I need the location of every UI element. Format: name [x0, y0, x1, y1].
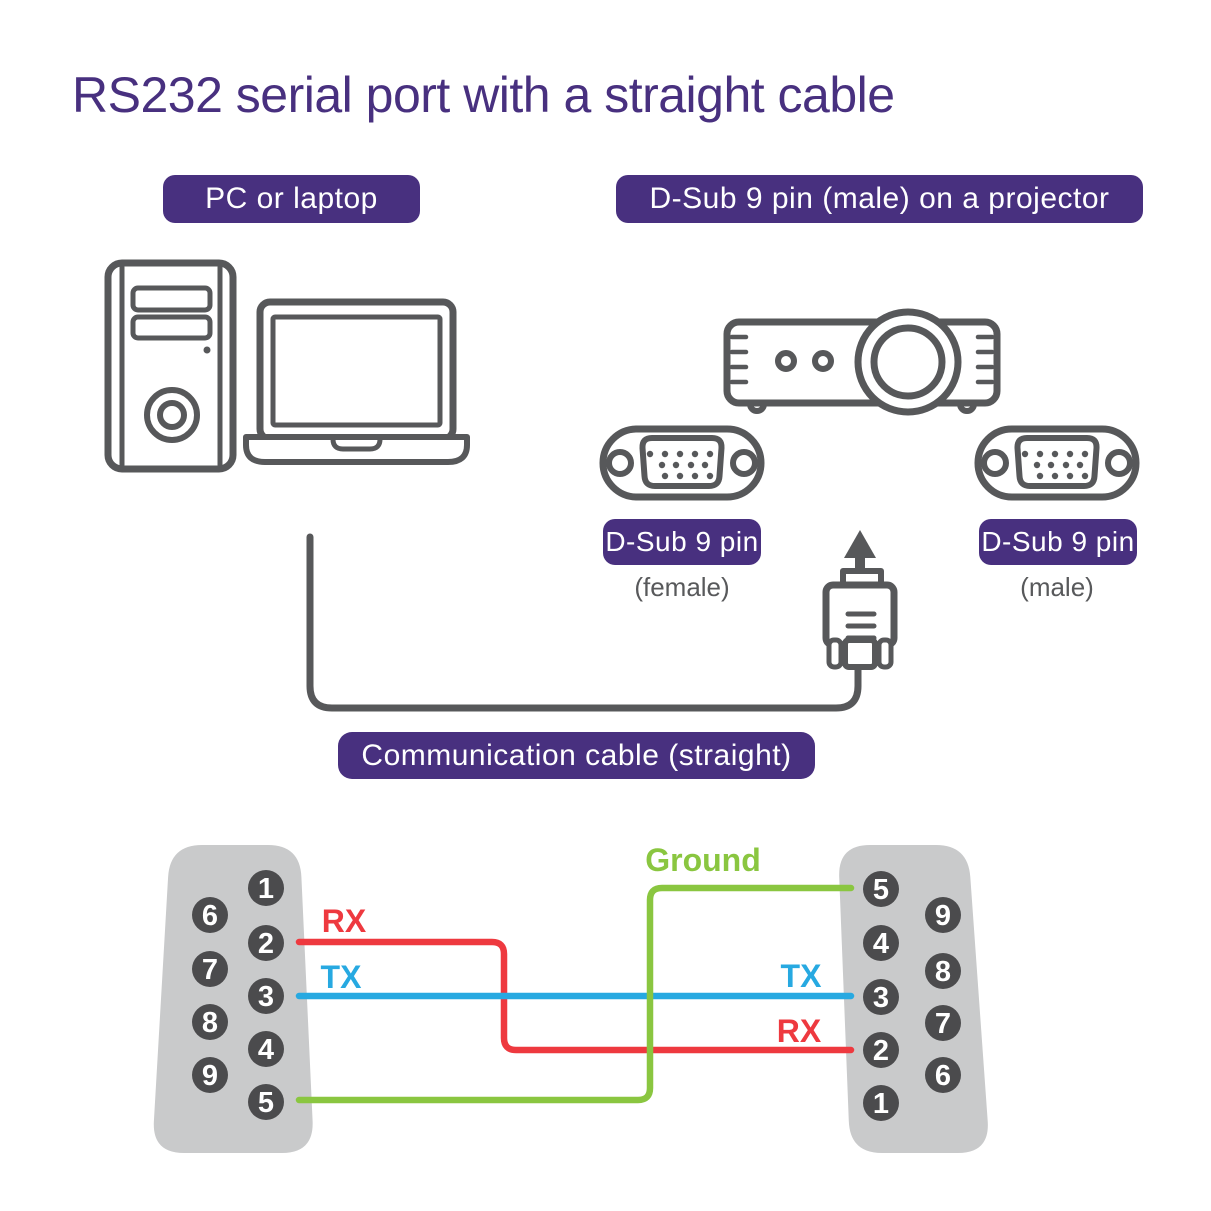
screw-hole — [730, 449, 758, 477]
pin-left-5: 5 — [248, 1084, 284, 1120]
pin-left-2: 2 — [248, 925, 284, 961]
projector-foot — [957, 401, 977, 414]
pin-left-7: 7 — [192, 951, 228, 987]
projector-foot — [747, 401, 767, 414]
caption-female: (female) — [634, 572, 730, 602]
svg-text:5: 5 — [258, 1087, 274, 1119]
projector-icon — [723, 308, 1001, 416]
pin-right-2: 2 — [863, 1032, 899, 1068]
pin-left-3: 3 — [248, 978, 284, 1014]
svg-text:3: 3 — [873, 982, 889, 1014]
label-projector-port: D-Sub 9 pin (male) on a projector — [616, 175, 1143, 223]
svg-text:8: 8 — [202, 1007, 218, 1039]
svg-text:8: 8 — [935, 956, 951, 988]
svg-text:4: 4 — [873, 928, 889, 960]
dsub-pin-dots — [646, 450, 714, 480]
svg-text:2: 2 — [873, 1035, 889, 1067]
pin-right-8: 8 — [925, 953, 961, 989]
label-communication-cable: Communication cable (straight) — [338, 732, 815, 779]
svg-text:9: 9 — [935, 900, 951, 932]
wire-label-rx-left: RX — [322, 903, 367, 939]
power-led-dot — [203, 346, 211, 354]
wire-ground — [295, 884, 855, 1104]
projector-button — [812, 350, 834, 372]
pin-right-9: 9 — [925, 897, 961, 933]
caption-male: (male) — [1020, 572, 1094, 602]
label-dsub-9pin-male: D-Sub 9 pin — [979, 519, 1137, 565]
plug-screw — [876, 637, 894, 670]
svg-text:1: 1 — [873, 1088, 889, 1120]
dsub-female-icon — [599, 425, 765, 501]
svg-text:6: 6 — [202, 900, 218, 932]
svg-text:5: 5 — [873, 874, 889, 906]
dsub-left-connector — [153, 845, 313, 1153]
projector-button — [775, 350, 797, 372]
pin-right-6: 6 — [925, 1057, 961, 1093]
projector-vents-left — [729, 334, 749, 385]
wire-label-tx-right: TX — [781, 958, 823, 994]
svg-text:6: 6 — [935, 1060, 951, 1092]
cable-plug-icon — [822, 530, 898, 670]
page-title: RS232 serial port with a straight cable — [72, 67, 895, 123]
pin-right-5: 5 — [863, 871, 899, 907]
projector-vents-right — [975, 334, 995, 385]
svg-text:4: 4 — [258, 1034, 274, 1066]
wire-label-ground: Ground — [645, 842, 761, 878]
pin-right-4: 4 — [863, 925, 899, 961]
svg-text:9: 9 — [202, 1060, 218, 1092]
svg-text:7: 7 — [202, 954, 218, 986]
pin-left-1: 1 — [248, 870, 284, 906]
laptop-icon — [243, 298, 470, 465]
label-dsub-9pin-female: D-Sub 9 pin — [603, 519, 761, 565]
svg-text:7: 7 — [935, 1008, 951, 1040]
svg-text:2: 2 — [258, 928, 274, 960]
wire-label-rx-right: RX — [777, 1013, 822, 1049]
pin-left-8: 8 — [192, 1004, 228, 1040]
pin-left-4: 4 — [248, 1031, 284, 1067]
pin-left-9: 9 — [192, 1057, 228, 1093]
screw-hole — [606, 449, 634, 477]
serial-cable-line — [306, 533, 862, 712]
svg-text:1: 1 — [258, 873, 274, 905]
pin-right-1: 1 — [863, 1085, 899, 1121]
wire-label-tx-left: TX — [321, 959, 363, 995]
pc-tower-icon — [104, 259, 237, 473]
dsub-right-connector — [839, 845, 988, 1153]
pin-left-6: 6 — [192, 897, 228, 933]
wiring-diagram: RX TX Ground TX RX 1 2 3 4 5 6 7 8 9 5 4… — [153, 842, 988, 1153]
dsub-male-icon — [978, 429, 1136, 497]
plug-screw — [826, 637, 844, 670]
pin-right-7: 7 — [925, 1005, 961, 1041]
svg-text:3: 3 — [258, 981, 274, 1013]
label-pc-or-laptop: PC or laptop — [163, 175, 420, 223]
pin-right-3: 3 — [863, 979, 899, 1015]
